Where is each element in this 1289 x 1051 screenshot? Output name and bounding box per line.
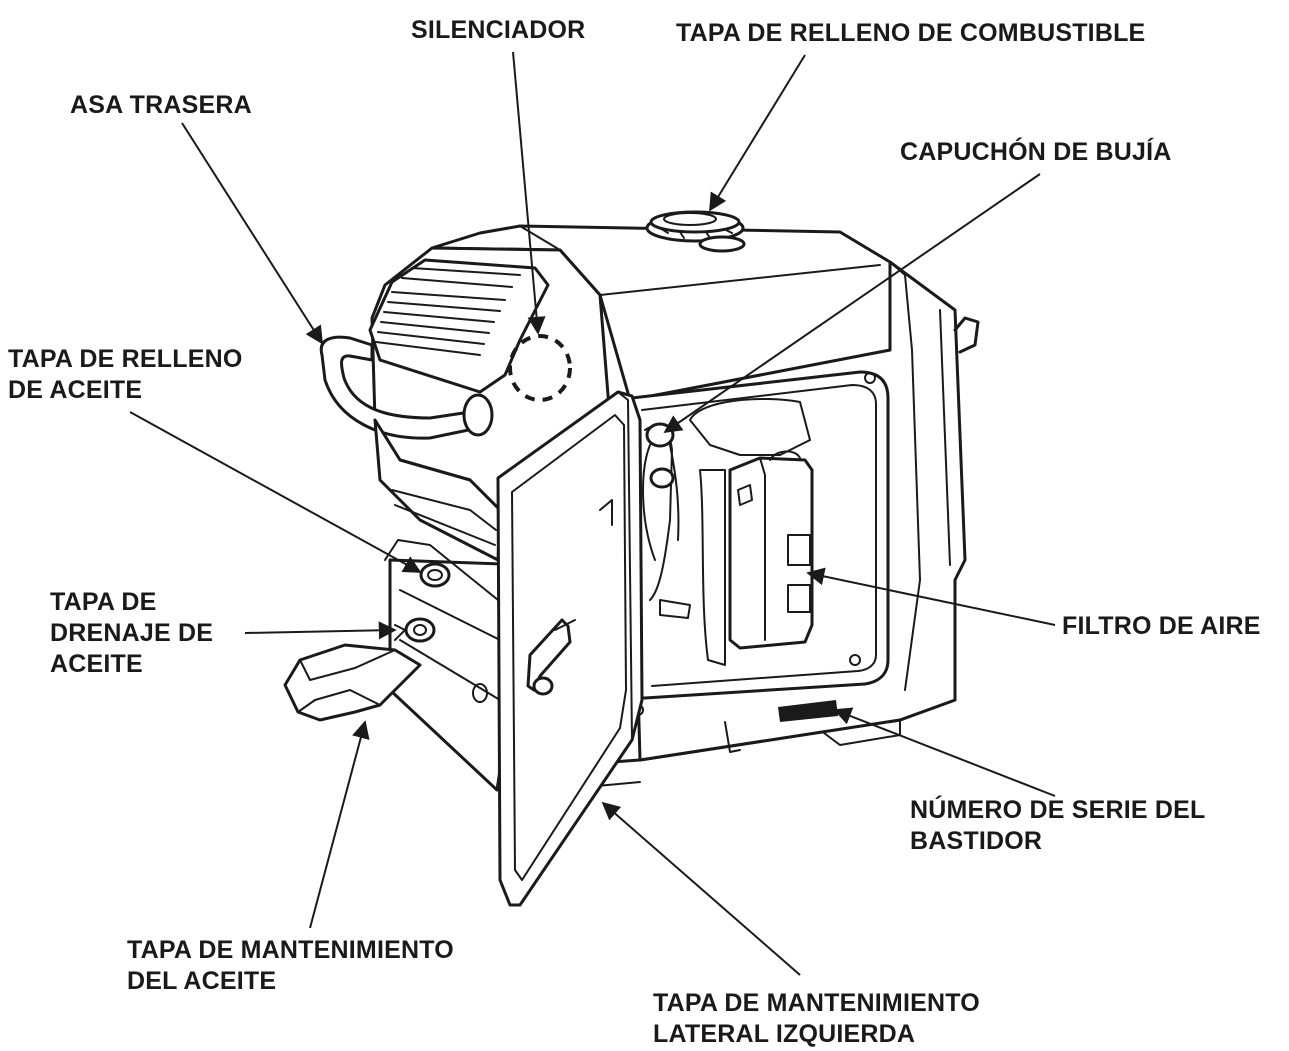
- label-numero-serie: NÚMERO DE SERIE DEL BASTIDOR: [910, 796, 1206, 855]
- engine-internals: [642, 398, 814, 666]
- label-mantenimiento-lateral: TAPA DE MANTENIMIENTO LATERAL IZQUIERDA: [653, 989, 980, 1048]
- leader-lines: [129, 51, 1056, 976]
- air-filter: [728, 450, 814, 650]
- side-maintenance-door: [496, 390, 644, 907]
- label-tapa-combustible: TAPA DE RELLENO DE COMBUSTIBLE: [676, 19, 1146, 47]
- grille-slats: [375, 267, 521, 356]
- oil-maintenance-cover-shape: [283, 643, 422, 722]
- spark-plug-cap: [642, 422, 680, 561]
- label-silenciador: SILENCIADOR: [411, 16, 586, 44]
- rear-handle: [319, 335, 494, 440]
- oil-drain-cap: [394, 617, 436, 643]
- label-tapa-drenaje-aceite: TAPA DE DRENAJE DE ACEITE: [50, 588, 214, 678]
- label-mantenimiento-aceite: TAPA DE MANTENIMIENTO DEL ACEITE: [127, 936, 454, 995]
- label-filtro-aire: FILTRO DE AIRE: [1062, 612, 1261, 640]
- generator-illustration: [283, 210, 980, 907]
- fuel-cap: [645, 210, 746, 253]
- frame-serial-plate: [778, 700, 838, 722]
- oil-filler-cap: [419, 562, 451, 588]
- muffler-location: [508, 334, 572, 402]
- label-asa-trasera: ASA TRASERA: [70, 91, 252, 119]
- label-tapa-relleno-aceite: TAPA DE RELLENO DE ACEITE: [8, 345, 243, 404]
- label-capuchon-bujia: CAPUCHÓN DE BUJÍA: [900, 138, 1172, 166]
